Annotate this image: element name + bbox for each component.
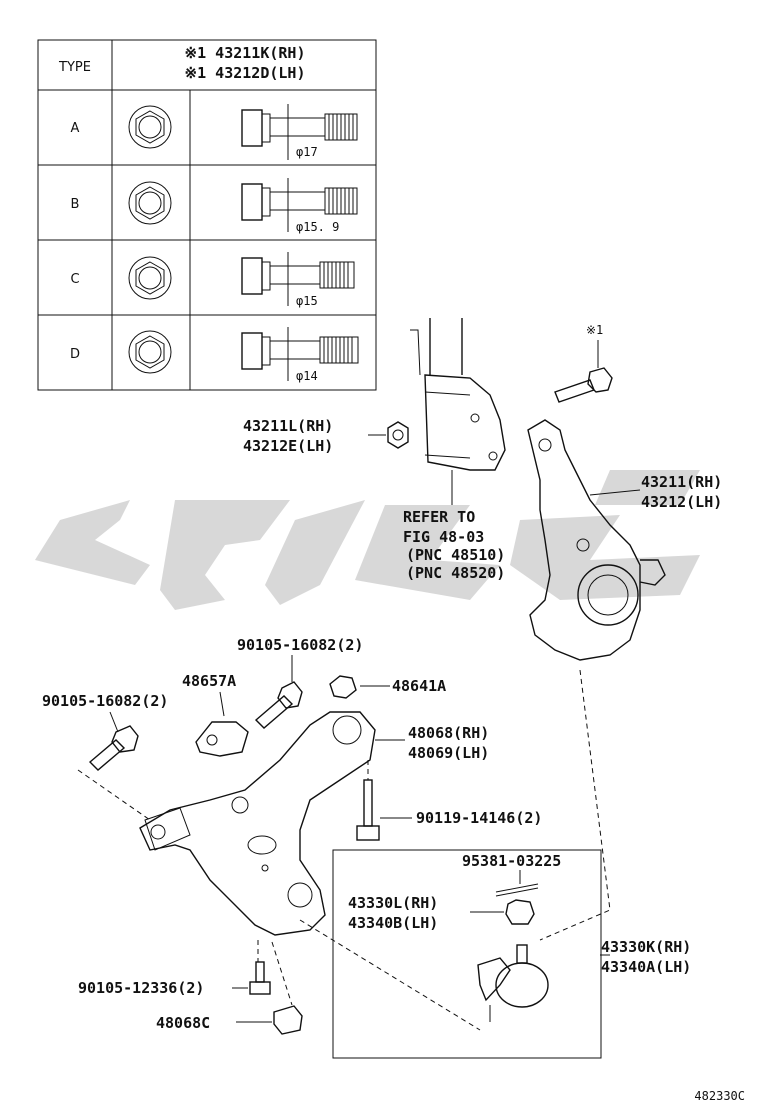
figure-id: 482330C <box>694 1089 745 1103</box>
table-row-type: B <box>71 197 80 212</box>
castle-nut-drawing <box>505 899 535 925</box>
bracket-label: 48657A <box>182 672 236 690</box>
bolt-left-label: 90105-16082(2) <box>42 692 168 710</box>
nut-lh-label: 43212E(LH) <box>243 437 333 455</box>
bolt-90119-label: 90119-14146(2) <box>416 809 542 827</box>
ball-joint-drawing <box>477 944 549 1022</box>
bolt-type-table: TYPE ※1 43211K(RH) ※1 43212D(LH) A φ17 B <box>37 39 377 391</box>
bolt-small-label: 90105-12336(2) <box>78 979 204 997</box>
bolt-head-icon <box>128 256 172 300</box>
strut-bolt-drawing <box>554 367 613 403</box>
watermark-logo <box>35 470 700 610</box>
bracket-drawing <box>195 721 249 757</box>
lower-arm-drawing <box>139 711 376 936</box>
bolt-side-view-icon <box>241 104 358 160</box>
note-mark-label: ※1 <box>586 323 603 337</box>
nut-rh-label: 43211L(RH) <box>243 417 333 435</box>
refer-pnc-label: (PNC 48510) <box>406 546 505 564</box>
table-part-header-lh: ※1 43212D(LH) <box>185 64 306 82</box>
table-row-type: A <box>71 121 80 136</box>
refer-fig-label: FIG 48-03 <box>403 528 484 546</box>
nut-ball-lh-label: 43340B(LH) <box>348 914 438 932</box>
cotter-pin-drawing <box>495 883 539 897</box>
cotter-pin-label: 95381-03225 <box>462 852 561 870</box>
ball-joint-lh-label: 43340A(LH) <box>601 958 691 976</box>
bolt-top-label: 90105-16082(2) <box>237 636 363 654</box>
bushing-drawing <box>273 1005 303 1035</box>
arm-lh-label: 48069(LH) <box>408 744 489 762</box>
small-bolt-drawing <box>249 961 271 995</box>
ball-joint-bolt-drawing <box>356 779 380 841</box>
ball-joint-box <box>332 849 602 1059</box>
arm-bolt-drawing <box>254 681 303 729</box>
table-part-header-rh: ※1 43211K(RH) <box>185 44 306 62</box>
assembly-dashed-lines <box>77 669 611 1031</box>
table-row-dim: φ15 <box>296 294 318 308</box>
refer-pnc-label: (PNC 48520) <box>406 564 505 582</box>
strut-nut-drawing <box>387 421 409 449</box>
flange-nut-drawing <box>329 675 357 699</box>
bolt-side-view-icon <box>241 327 359 381</box>
knuckle-rh-label: 43211(RH) <box>641 473 722 491</box>
bolt-side-view-icon <box>241 178 358 232</box>
bolt-head-icon <box>128 181 172 225</box>
refer-to-label: REFER TO <box>403 508 475 526</box>
steering-knuckle-drawing <box>527 419 666 661</box>
bushing-label: 48068C <box>156 1014 210 1032</box>
nut-ball-rh-label: 43330L(RH) <box>348 894 438 912</box>
knuckle-lh-label: 43212(LH) <box>641 493 722 511</box>
strut-assembly-drawing <box>410 318 506 505</box>
bolt-head-icon <box>128 105 172 149</box>
arm-bolt-drawing <box>88 725 139 771</box>
table-row-type: D <box>70 347 80 362</box>
table-row-type: C <box>70 272 79 287</box>
table-row-dim: φ17 <box>296 145 318 159</box>
table-row-dim: φ14 <box>296 369 318 383</box>
bolt-side-view-icon <box>241 252 355 306</box>
nut-48641-label: 48641A <box>392 677 446 695</box>
bolt-head-icon <box>128 330 172 374</box>
table-row-dim: φ15. 9 <box>296 220 339 234</box>
ball-joint-rh-label: 43330K(RH) <box>601 938 691 956</box>
arm-rh-label: 48068(RH) <box>408 724 489 742</box>
table-type-header: TYPE <box>58 60 91 75</box>
